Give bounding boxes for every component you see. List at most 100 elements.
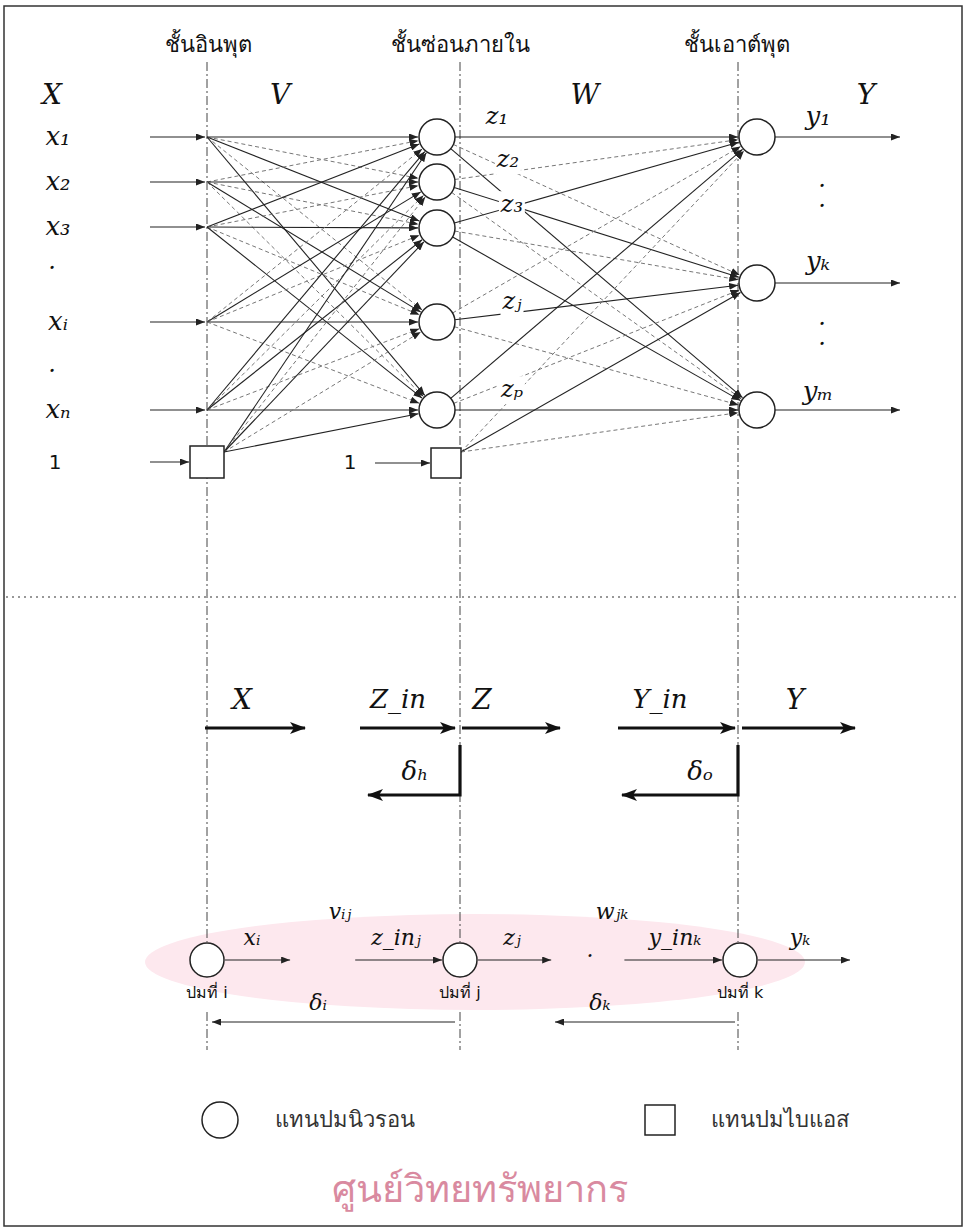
bias-square: [431, 448, 461, 478]
weight-wire: [224, 414, 418, 452]
weight-wire: [224, 197, 425, 452]
diagram-label: xᵢ: [244, 925, 261, 950]
weight-wire: [207, 144, 419, 227]
diagram-label: y₁: [805, 102, 830, 132]
input-arrow: [150, 136, 205, 137]
connector-segment: [225, 959, 290, 960]
diagram-label: .: [48, 351, 56, 379]
input-arrow: [150, 226, 205, 227]
neuron-outline: [442, 942, 478, 978]
signal-connector: [478, 960, 722, 961]
diagram-label: .: [587, 937, 594, 962]
signal-connector: [225, 960, 442, 961]
output-arrow: [758, 959, 850, 960]
neuron-circle: [443, 943, 477, 977]
legend-circle-sample: [202, 1102, 238, 1138]
diagram-label: ชั้นเอาต์พุต: [684, 32, 790, 57]
flow-arrow: [360, 726, 455, 729]
weight-wire: [207, 182, 418, 224]
output-arrow: [775, 409, 900, 410]
diagram-label: .: [48, 248, 56, 276]
bias-square: [190, 446, 224, 478]
output-neuron: [739, 119, 775, 155]
node-caption: ปมที่ j: [439, 983, 481, 1002]
node-caption: ปมที่ i: [186, 983, 228, 1002]
neuron-node: ปมที่ j: [442, 942, 478, 978]
hidden-neuron: [419, 392, 455, 428]
error-arrow: [212, 1021, 455, 1022]
diagram-label: x₁: [45, 122, 70, 152]
output-neuron: [739, 265, 775, 301]
flow-arrow: [742, 726, 855, 729]
input-arrow: [150, 181, 205, 182]
diagram-label: vᵢⱼ: [329, 899, 352, 924]
error-arrow: [368, 745, 460, 795]
weight-wire: [455, 136, 738, 137]
watermark-ellipse: [145, 914, 805, 1010]
weight-wire: [455, 285, 738, 320]
diagram-label: y_inₖ: [649, 925, 702, 950]
weight-wire: [454, 327, 738, 405]
diagram-label: zⱼ: [501, 288, 524, 316]
diagram-label: δₖ: [589, 990, 610, 1015]
flow-arrow: [618, 726, 735, 729]
diagram-label: Z_in: [370, 685, 426, 715]
diagram-label: zⱼ: [503, 925, 520, 950]
weight-wire: [454, 142, 738, 223]
neuron-circle: [190, 943, 224, 977]
weight-wire: [207, 409, 418, 410]
weight-wire: [207, 192, 421, 322]
connector-segment: [478, 959, 551, 960]
weight-wire: [207, 137, 418, 178]
weight-wire: [207, 227, 419, 315]
neuron-circle: [723, 943, 757, 977]
layer-guide: [207, 1012, 208, 1050]
legend-square-sample: [645, 1105, 675, 1135]
layer-guides: [207, 62, 738, 1050]
layer-guide: [738, 62, 739, 942]
diagram-label: z₃: [499, 191, 525, 219]
section-divider: [6, 596, 960, 597]
diagram-label: X: [232, 684, 252, 716]
legend-text: แทนปมนิวรอน: [275, 1107, 415, 1132]
diagram-label: xₙ: [45, 395, 70, 425]
neuron-node: ปมที่ k: [722, 942, 758, 978]
weight-wire: [207, 181, 418, 182]
weight-wire: [461, 151, 744, 452]
bias-arrow: [375, 462, 430, 463]
weight-wire: [224, 153, 426, 452]
diagram-label: ชั้นซ่อนภายใน: [391, 32, 530, 57]
diagram-label: .: [818, 186, 826, 214]
neuron-outline: [189, 942, 225, 978]
diagram-label: Z: [472, 684, 491, 716]
diagram-label: V: [270, 79, 290, 111]
layer-guide: [460, 62, 461, 942]
weight-wire: [224, 332, 421, 452]
diagram-label: W: [571, 79, 600, 111]
hidden-neuron: [419, 304, 455, 340]
hidden-neuron: [419, 119, 455, 155]
neuron-outline: [722, 942, 758, 978]
weight-wire: [454, 290, 740, 403]
diagram-label: yₖ: [806, 247, 830, 277]
error-arrow: [622, 745, 738, 795]
weight-wire: [207, 152, 425, 410]
layer-guide: [460, 1012, 461, 1050]
diagram-label: wⱼₖ: [596, 899, 629, 924]
neuron-node: ปมที่ i: [189, 942, 225, 978]
flow-arrow: [205, 726, 305, 729]
bias-arrow: [150, 461, 189, 462]
weight-wire: [224, 242, 424, 452]
diagram-label: z₂: [495, 146, 521, 174]
diagram-label: X: [42, 79, 62, 111]
weight-wire: [455, 140, 738, 180]
frame: [4, 6, 962, 1226]
hidden-neuron: [419, 164, 455, 200]
weight-wire: [454, 187, 739, 277]
weight-wire: [207, 137, 422, 310]
diagram-label: .: [818, 324, 826, 352]
layer-guide: [738, 1012, 739, 1050]
error-arrow: [555, 1021, 735, 1022]
network-wires: [150, 119, 900, 478]
